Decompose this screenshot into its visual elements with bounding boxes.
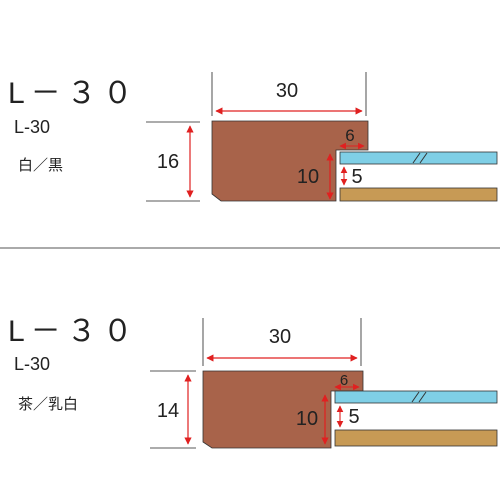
dim-height-label: 14 (157, 400, 179, 422)
backing-board (339, 187, 498, 202)
glass-mark (418, 391, 427, 403)
section-title: L－３０ (8, 77, 139, 110)
glass-mark (412, 152, 421, 164)
dim-rabbet-depth-label: 10 (296, 408, 318, 430)
dim-rabbet-width-label: 6 (345, 126, 354, 145)
dim-width-label: 30 (276, 80, 298, 102)
section-code: L-30 (14, 354, 50, 374)
dim-gap-label: 5 (348, 406, 359, 428)
glass-mark (411, 391, 420, 403)
dim-height-label: 16 (157, 151, 179, 173)
section-2: L－３０ L-30 茶／乳白 30 14 6 10 5 (8, 315, 498, 449)
section-color-name: 白／黒 (18, 157, 63, 174)
dim-rabbet-depth-label: 10 (297, 166, 319, 188)
section-1: L－３０ L-30 白／黒 30 16 6 10 5 (8, 72, 498, 202)
section-title: L－３０ (8, 315, 139, 348)
glass-panel (339, 151, 498, 165)
dim-gap-label: 5 (351, 166, 362, 188)
backing-board (334, 429, 498, 447)
glass-mark (419, 152, 428, 164)
section-code: L-30 (14, 117, 50, 137)
section-color-name: 茶／乳白 (18, 396, 78, 413)
dim-width-label: 30 (269, 326, 291, 348)
dim-rabbet-width-label: 6 (340, 372, 348, 389)
